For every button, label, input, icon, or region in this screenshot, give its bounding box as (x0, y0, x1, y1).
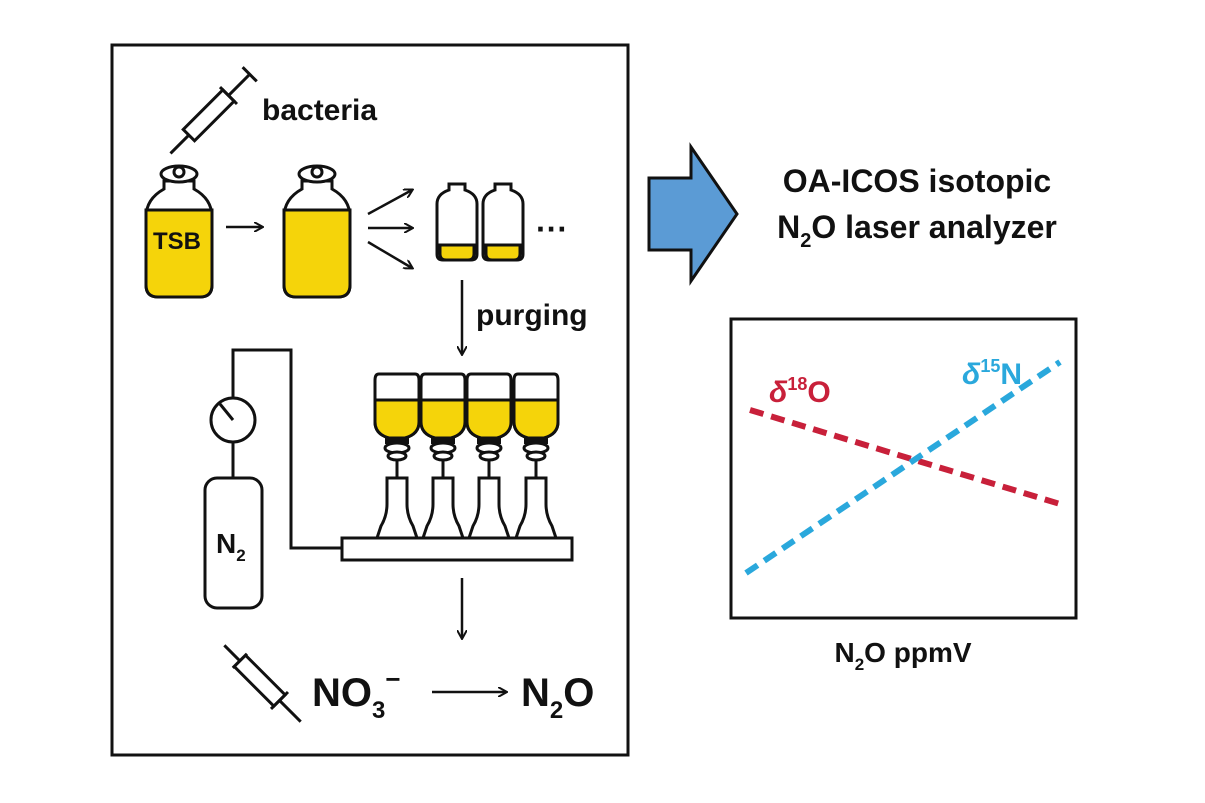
gas-supply (203, 348, 342, 610)
product-label: N2O (521, 671, 594, 724)
analyzer-title-line2: N2O laser analyzer (777, 209, 1057, 252)
syringe-icon-bottom (223, 644, 302, 723)
culture-bottle (282, 164, 352, 299)
delta-15n-series-line (744, 359, 1062, 576)
workflow-panel (110, 43, 630, 757)
flow-arrow (647, 142, 739, 286)
inverted-vials (373, 372, 560, 540)
small-vials (435, 182, 525, 262)
purging-label: purging (476, 299, 588, 332)
bacteria-label: bacteria (262, 94, 377, 127)
reactant-label: NO3− (312, 664, 401, 724)
tsb-bottle (144, 164, 214, 299)
split-arrows (367, 190, 412, 268)
plot-x-axis-label: N2O ppmV (834, 637, 971, 674)
syringe-icon (169, 66, 258, 155)
delta-15n-series-label: δ15N (962, 356, 1022, 391)
more-vials-ellipsis: ··· (536, 211, 568, 247)
tsb-label: TSB (153, 228, 201, 255)
analyzer-title-line1: OA-ICOS isotopic (783, 163, 1051, 199)
delta-18o-series-line (749, 407, 1061, 507)
gas-manifold (340, 536, 574, 562)
n2-tank-label: N2 (216, 528, 246, 565)
delta-18o-series-label: δ18O (769, 374, 831, 409)
